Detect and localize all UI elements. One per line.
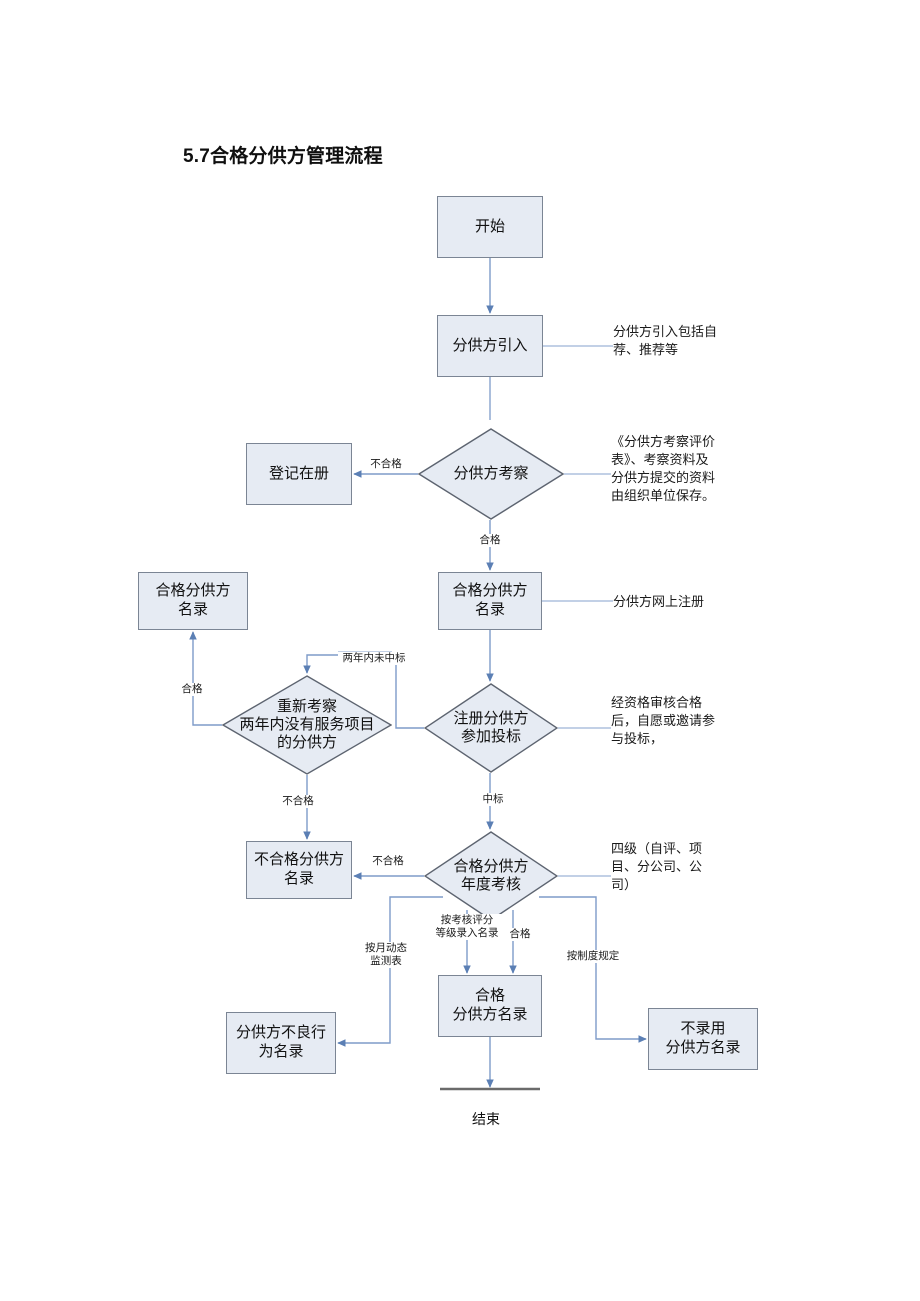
diamond-shape-bid	[424, 683, 558, 773]
flow-node-label-bid: 注册分供方 参加投标	[453, 710, 529, 745]
flow-lbl-win-bid: 中标	[477, 793, 509, 807]
flow-node-annual-review: 合格分供方 年度考核	[424, 831, 558, 921]
flow-lbl-no-bid-2y: 两年内未中标	[338, 652, 410, 666]
flow-node-label-not-employed: 不录用 分供方名录	[665, 1021, 741, 1056]
flow-lbl-qualified-2: 合格	[176, 683, 208, 697]
diamond-shape-reinspect	[222, 675, 392, 775]
flow-node-label-inspection: 分供方考察	[453, 465, 529, 482]
flow-node-label-start: 开始	[474, 218, 505, 235]
flow-node-qualified-list-l: 合格分供方 名录	[138, 572, 248, 630]
flow-node-label-qualified-list-l: 合格分供方 名录	[155, 583, 231, 618]
flow-node-label-unqualified-list: 不合格分供方 名录	[253, 852, 344, 887]
flow-node-final-qualified: 合格 分供方名录	[438, 975, 542, 1037]
edge-reinspect-to-qualified-left	[189, 631, 222, 726]
flow-node-label-annual-review: 合格分供方 年度考核	[453, 858, 529, 893]
flow-note-inspection: 《分供方考察评价 表》、考察资料及 分供方提交的资料 由组织单位保存。	[611, 434, 716, 503]
flow-node-label-final-qualified: 合格 分供方名录	[452, 988, 528, 1023]
edge-annual-to-not-employed	[539, 896, 647, 1043]
flow-node-label-bad-behavior: 分供方不良行 为名录	[235, 1025, 326, 1060]
flow-node-reinspect: 重新考察 两年内没有服务项目 的分供方	[222, 675, 392, 775]
page-title: 5.7合格分供方管理流程	[183, 146, 383, 167]
flow-note-register: 分供方网上注册	[613, 594, 705, 609]
flow-lbl-qualified-1: 合格	[474, 534, 506, 548]
flow-lbl-qualified-3: 合格	[504, 928, 536, 942]
flow-node-unqualified-list: 不合格分供方 名录	[246, 841, 352, 899]
flow-lbl-by-rule: 按制度规定	[562, 950, 624, 964]
end-label: 结束	[472, 1113, 500, 1128]
flow-lbl-unqualified-2: 不合格	[278, 795, 318, 809]
flow-node-qualified-list-c: 合格分供方 名录	[438, 572, 542, 630]
flow-note-bid: 经资格审核合格 后，自愿或邀请参 与投标，	[611, 695, 716, 746]
edge-annual-to-bad-behavior	[337, 896, 443, 1047]
flow-node-not-employed: 不录用 分供方名录	[648, 1008, 758, 1070]
flow-node-start: 开始	[437, 196, 543, 258]
flow-node-intro: 分供方引入	[437, 315, 543, 377]
flow-node-label-intro: 分供方引入	[452, 337, 528, 354]
diamond-shape-inspection	[418, 428, 564, 520]
flow-node-label-register-book: 登记在册	[268, 465, 329, 482]
flow-node-bad-behavior: 分供方不良行 为名录	[226, 1012, 336, 1074]
flow-note-intro: 分供方引入包括自 荐、推荐等	[613, 324, 718, 357]
flow-lbl-score-grade: 按考核评分 等级录入名录	[432, 914, 502, 941]
flow-note-annual: 四级（自评、项 目、分公司、公 司）	[611, 841, 703, 892]
flow-lbl-unqualified-3: 不合格	[368, 855, 408, 869]
flow-node-bid: 注册分供方 参加投标	[424, 683, 558, 773]
flow-node-register-book: 登记在册	[246, 443, 352, 505]
flow-lbl-unqualified-1: 不合格	[366, 458, 406, 472]
flow-lbl-monthly: 按月动态 监测表	[358, 942, 414, 969]
flow-node-inspection: 分供方考察	[418, 428, 564, 520]
flow-node-label-reinspect: 重新考察 两年内没有服务项目 的分供方	[239, 698, 375, 752]
flow-node-label-qualified-list-c: 合格分供方 名录	[452, 583, 528, 618]
